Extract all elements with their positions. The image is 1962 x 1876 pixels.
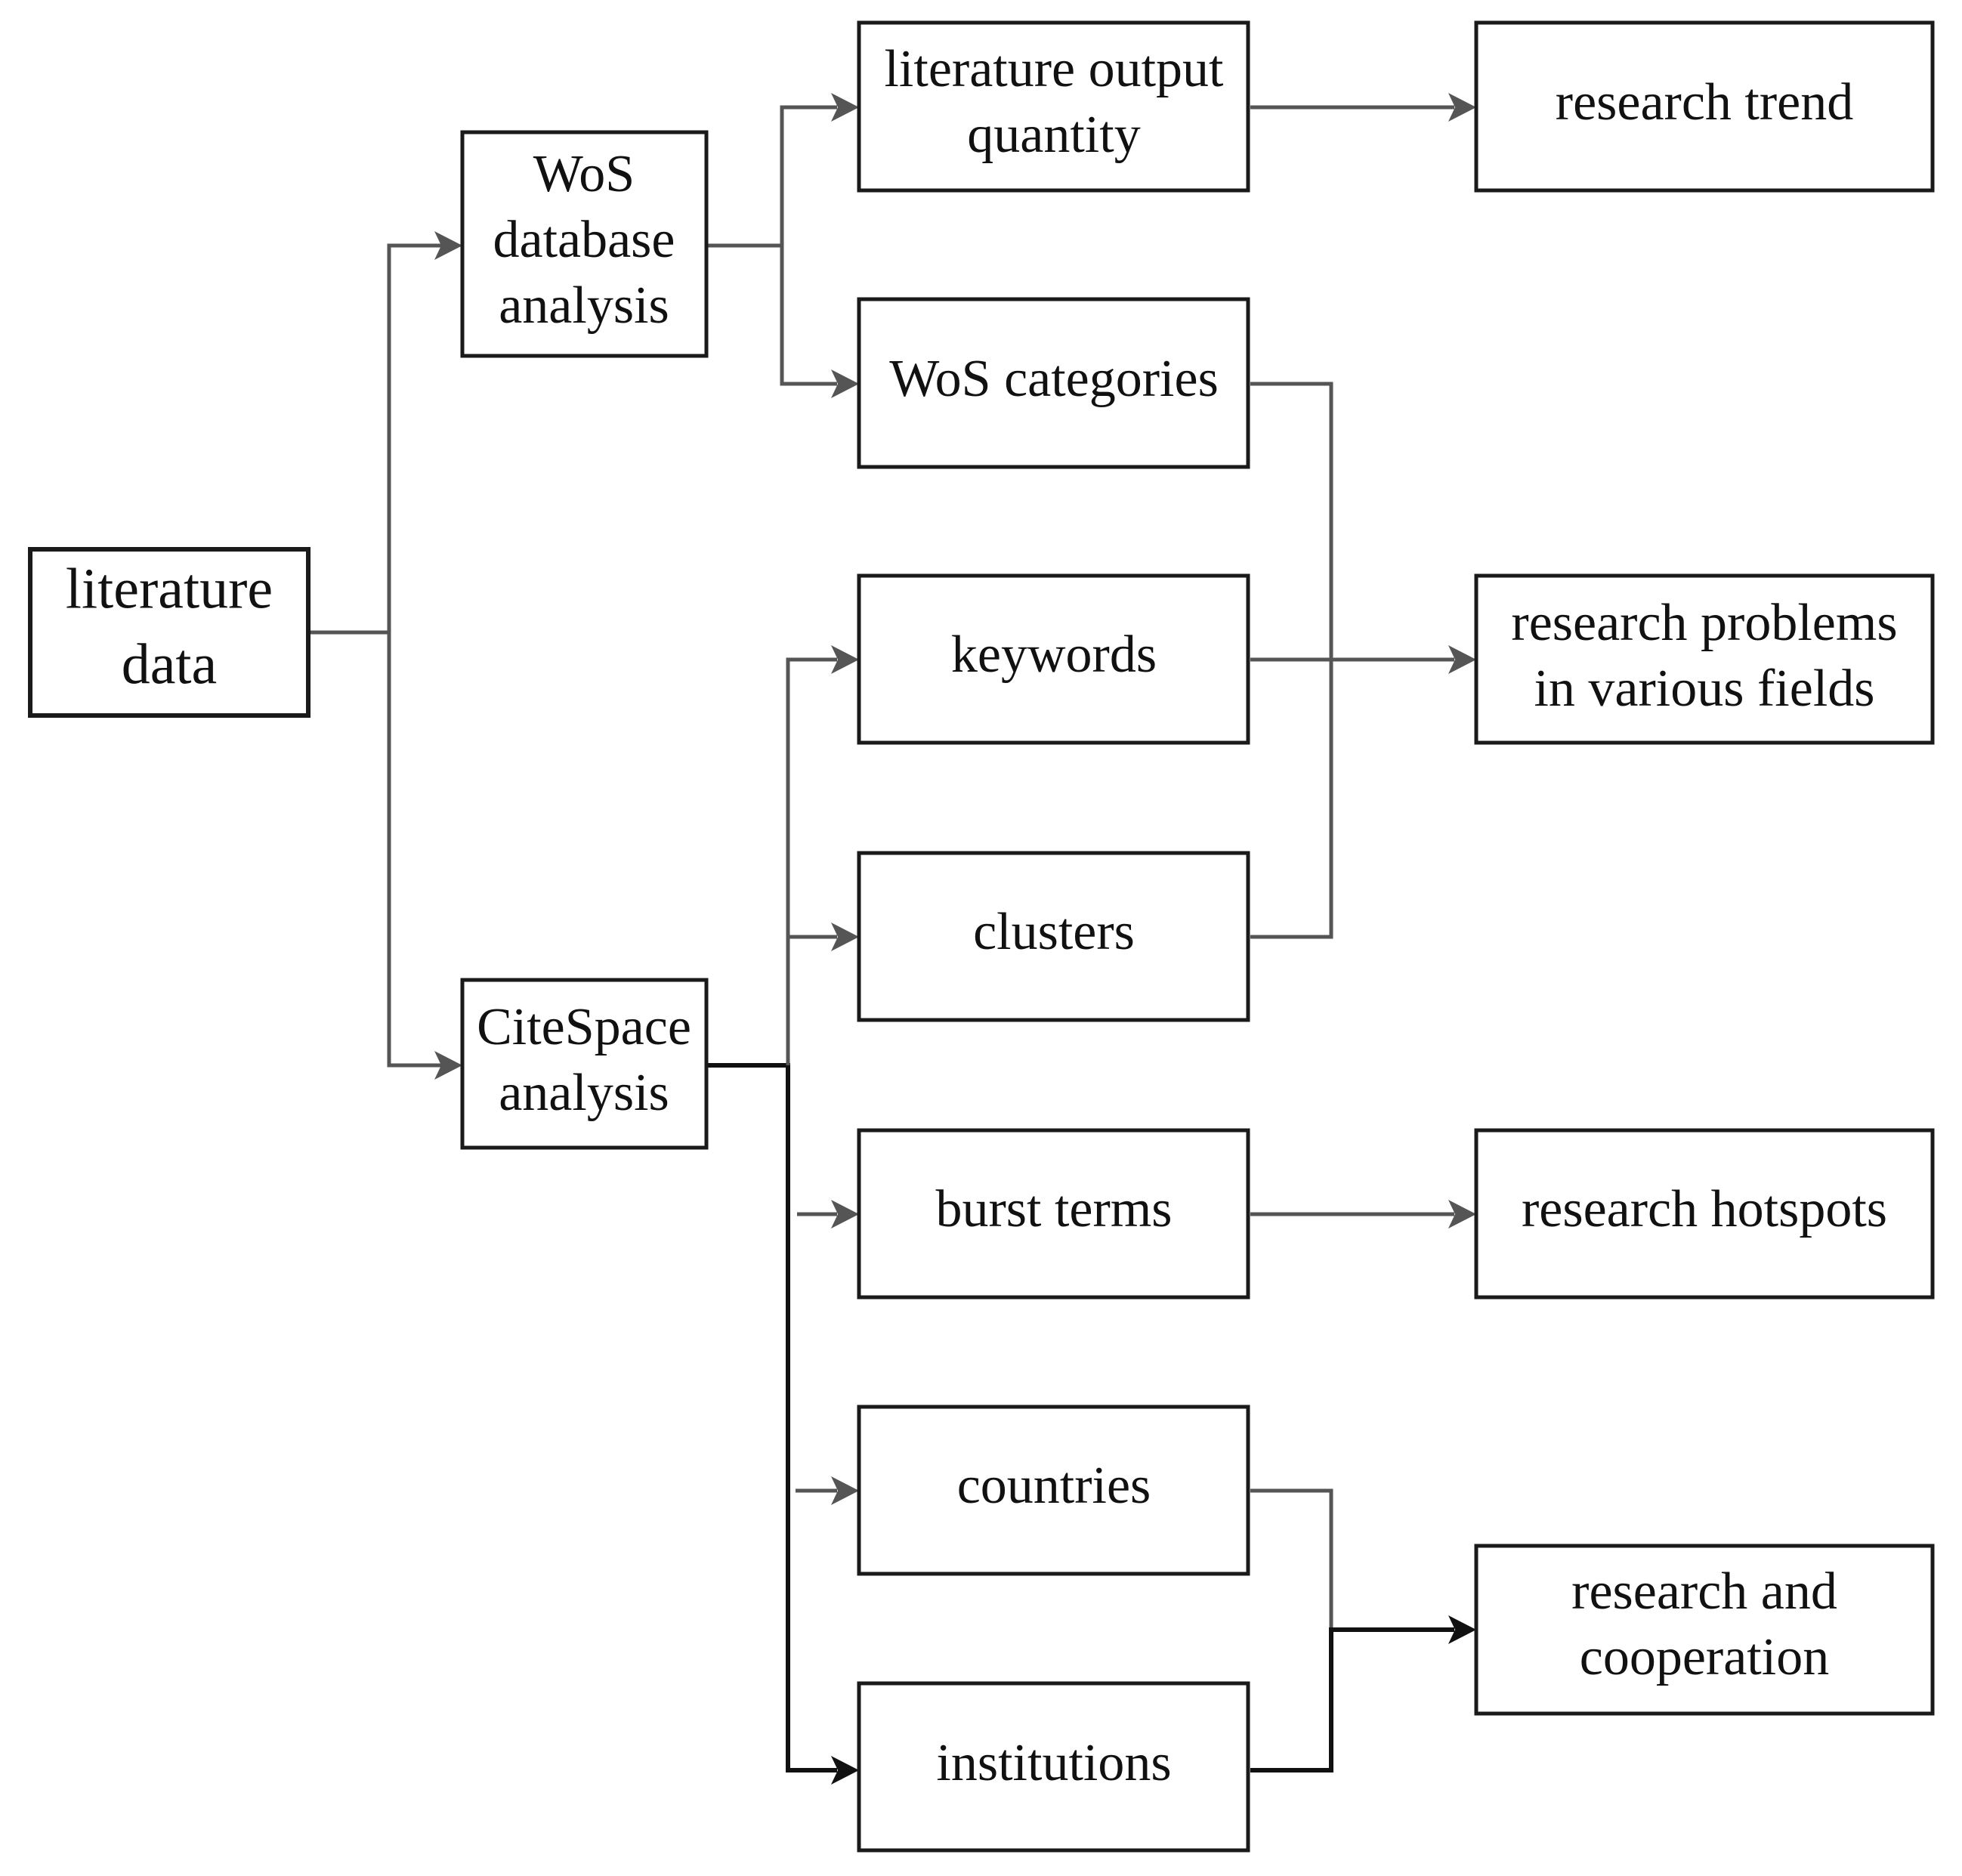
keywords-label: keywords xyxy=(951,626,1157,684)
wos-analysis-label-1: WoS xyxy=(533,145,635,203)
research-cooperation-label-1: research and xyxy=(1571,1562,1837,1621)
arrowhead-research-hotspots xyxy=(1448,1200,1476,1229)
connector-literature-to-citespace xyxy=(387,632,442,1068)
connector-wos-to-categories xyxy=(780,246,837,386)
literature-output-label-1: literature output xyxy=(884,40,1224,98)
arrowhead-countries xyxy=(831,1476,859,1505)
arrowhead-research-cooperation xyxy=(1448,1615,1476,1644)
countries-box xyxy=(857,1405,1250,1576)
literature-data-label-1: literature xyxy=(66,557,273,620)
research-hotspots-label: research hotspots xyxy=(1522,1180,1887,1238)
countries-label: countries xyxy=(957,1457,1151,1515)
connector-literature-to-wos xyxy=(308,243,442,635)
wos-analysis-label-3: analysis xyxy=(499,277,669,335)
labels: literature data WoS database analysis Ci… xyxy=(66,40,1898,1792)
arrowhead-clusters xyxy=(831,923,859,951)
arrowhead-citespace xyxy=(434,1051,462,1080)
literature-data-label-2: data xyxy=(122,632,218,696)
research-trend-label: research trend xyxy=(1556,73,1853,131)
wos-analysis-label-2: database xyxy=(493,211,675,269)
citespace-analysis-label-1: CiteSpace xyxy=(477,998,691,1056)
research-trend-box xyxy=(1474,20,1935,193)
arrowhead-wos-categories xyxy=(831,369,859,398)
wos-categories-label: WoS categories xyxy=(889,350,1219,408)
connector-wos-branch xyxy=(706,105,837,248)
citespace-analysis-label-2: analysis xyxy=(499,1064,669,1122)
clusters-label: clusters xyxy=(973,903,1135,961)
institutions-label: institutions xyxy=(936,1734,1171,1792)
keywords-box xyxy=(857,573,1250,745)
clusters-box xyxy=(857,851,1250,1022)
research-cooperation-box xyxy=(1474,1544,1935,1716)
institutions-box xyxy=(857,1681,1250,1853)
connector-citespace-to-keywords xyxy=(786,657,837,1065)
literature-data-box xyxy=(28,547,311,718)
burst-terms-label: burst terms xyxy=(935,1180,1172,1238)
wos-analysis-box xyxy=(460,130,709,358)
research-problems-label-1: research problems xyxy=(1511,594,1897,652)
boxes xyxy=(28,20,1935,1853)
arrowhead-research-problems xyxy=(1448,645,1476,674)
literature-output-label-2: quantity xyxy=(967,106,1140,164)
connector-citespace-trunk xyxy=(706,1063,837,1772)
arrowhead-wos xyxy=(434,231,462,260)
research-problems-box xyxy=(1474,573,1935,745)
connectors xyxy=(308,105,1454,1772)
research-cooperation-label-2: cooperation xyxy=(1580,1628,1829,1686)
connector-institutions-merge xyxy=(1250,1627,1454,1772)
arrowhead-research-trend xyxy=(1448,93,1476,122)
literature-output-box xyxy=(857,20,1250,193)
burst-terms-box xyxy=(857,1128,1250,1300)
arrowhead-keywords xyxy=(831,645,859,674)
arrowheads xyxy=(434,93,1476,1785)
research-hotspots-box xyxy=(1474,1128,1935,1300)
connector-countries-merge xyxy=(1250,1488,1333,1630)
citespace-analysis-box xyxy=(460,978,709,1150)
arrowhead-burst-terms xyxy=(831,1200,859,1229)
arrowhead-literature-output xyxy=(831,93,859,122)
arrowhead-institutions xyxy=(831,1756,859,1785)
wos-categories-box xyxy=(857,297,1250,469)
research-problems-label-2: in various fields xyxy=(1534,660,1874,718)
